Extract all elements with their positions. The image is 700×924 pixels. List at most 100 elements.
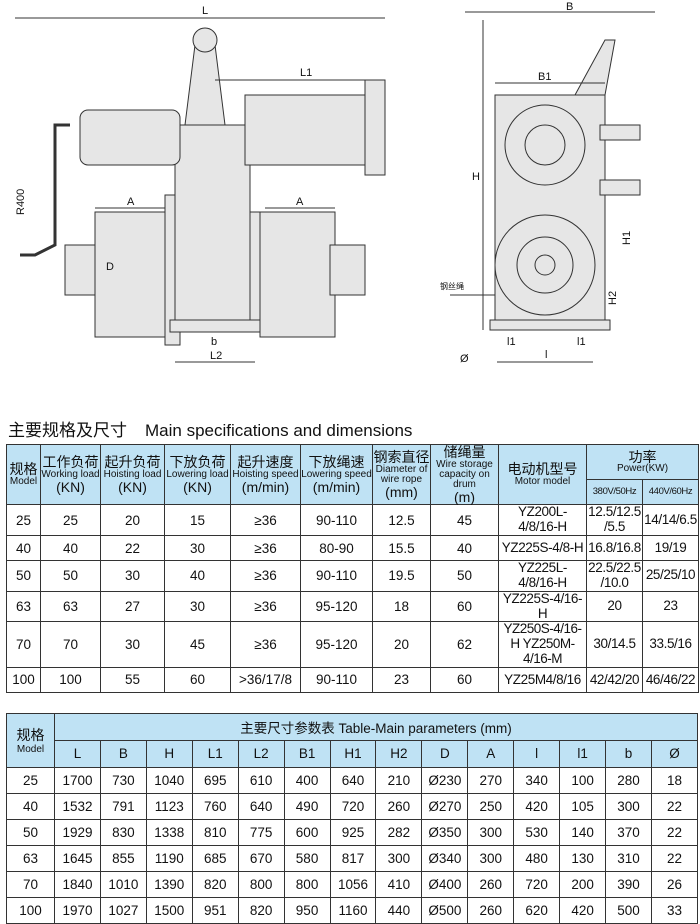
table-cell: Ø350	[421, 818, 469, 846]
column-header: A	[467, 739, 515, 768]
table-cell: 25	[6, 766, 55, 794]
label-H: H	[472, 171, 480, 183]
table-cell: 100	[6, 666, 41, 693]
table-cell: 100	[559, 766, 607, 794]
table-cell: 580	[283, 844, 331, 872]
table-cell: 63	[40, 590, 101, 623]
table-cell: 30	[164, 590, 231, 623]
table-cell: 1040	[145, 766, 193, 794]
table-cell: 500	[605, 896, 652, 924]
table-cell: 20	[372, 621, 431, 668]
table-cell: 140	[559, 818, 607, 846]
table-cell: Ø230	[421, 766, 469, 794]
table-cell: 640	[329, 766, 377, 794]
table-cell: 20	[100, 504, 165, 537]
table-cell: 63	[6, 844, 55, 872]
table-cell: 830	[99, 818, 147, 846]
label-l1-right: l1	[577, 336, 586, 348]
table-cell: ≥36	[230, 590, 301, 623]
table-cell: 15	[164, 504, 231, 537]
page: L L1 A A D R400 b L2 B B1 H H1 H2 Ø l l1…	[6, 1, 699, 924]
label-L1: L1	[300, 67, 312, 79]
title-cn: 主要规格及尺寸	[8, 421, 127, 440]
label-b: b	[211, 336, 217, 348]
table-cell: 23	[372, 666, 431, 693]
table-cell: 80-90	[300, 535, 373, 562]
table-cell: 1390	[145, 870, 193, 898]
table-cell: 1645	[54, 844, 101, 872]
label-phi: Ø	[460, 353, 469, 365]
table-cell: 760	[191, 792, 239, 820]
table-cell: 70	[6, 870, 55, 898]
table-cell: 1010	[99, 870, 147, 898]
table-cell: 260	[375, 792, 423, 820]
table-cell: Ø500	[421, 896, 469, 924]
label-D: D	[106, 261, 114, 273]
table-cell: 22	[650, 844, 699, 872]
table-cell: 30	[100, 560, 165, 592]
table-cell: ≥36	[230, 560, 301, 592]
table-cell: 70	[40, 621, 101, 668]
table-cell: 720	[513, 870, 561, 898]
table-cell: 530	[513, 818, 561, 846]
table-cell: 26	[650, 870, 699, 898]
table-cell: YZ200L-4/8/16-H	[498, 504, 587, 537]
table-cell: 410	[375, 870, 423, 898]
table-cell: ≥36	[230, 504, 301, 537]
table-cell: 25/25/10	[642, 560, 699, 592]
table-cell: 40	[430, 535, 499, 562]
table-cell: 775	[237, 818, 285, 846]
table-cell: 95-120	[300, 621, 373, 668]
table-cell: YZ225S-4/8-H	[498, 535, 587, 562]
table-cell: 25	[40, 504, 101, 537]
table-cell: 90-110	[300, 504, 373, 537]
table-cell: 791	[99, 792, 147, 820]
table-cell: 42/42/20	[586, 666, 643, 693]
table-cell: 950	[283, 896, 331, 924]
table-cell: 640	[237, 792, 285, 820]
table-cell: YZ25M4/8/16	[498, 666, 587, 693]
table-cell: 200	[559, 870, 607, 898]
table-cell: 420	[559, 896, 607, 924]
table-cell: 70	[6, 621, 41, 668]
table-cell: 60	[430, 590, 499, 623]
table-cell: 925	[329, 818, 377, 846]
table-cell: 1338	[145, 818, 193, 846]
table-cell: 951	[191, 896, 239, 924]
table-cell: 817	[329, 844, 377, 872]
winch-drawings: L L1 A A D R400 b L2 B B1 H H1 H2 Ø l l1…	[15, 1, 655, 365]
table-cell: 1500	[145, 896, 193, 924]
table-cell: Ø400	[421, 870, 469, 898]
table-cell: 280	[605, 766, 652, 794]
table-cell: 12.5/12.5/5.5	[586, 504, 643, 537]
table-cell: 40	[6, 792, 55, 820]
table-cell: 490	[283, 792, 331, 820]
label-A-left: A	[127, 196, 135, 208]
table-cell: 260	[467, 896, 515, 924]
table-caption: 主要尺寸参数表 Table-Main parameters (mm)	[54, 712, 698, 741]
table-cell: 63	[6, 590, 41, 623]
column-header: D	[421, 739, 469, 768]
table-cell: 250	[467, 792, 515, 820]
table-cell: 260	[467, 870, 515, 898]
front-dimension-labels: L L1 A A D R400 b L2	[15, 5, 375, 363]
column-header: L1	[191, 739, 239, 768]
table-cell: 420	[513, 792, 561, 820]
column-header: l1	[559, 739, 607, 768]
